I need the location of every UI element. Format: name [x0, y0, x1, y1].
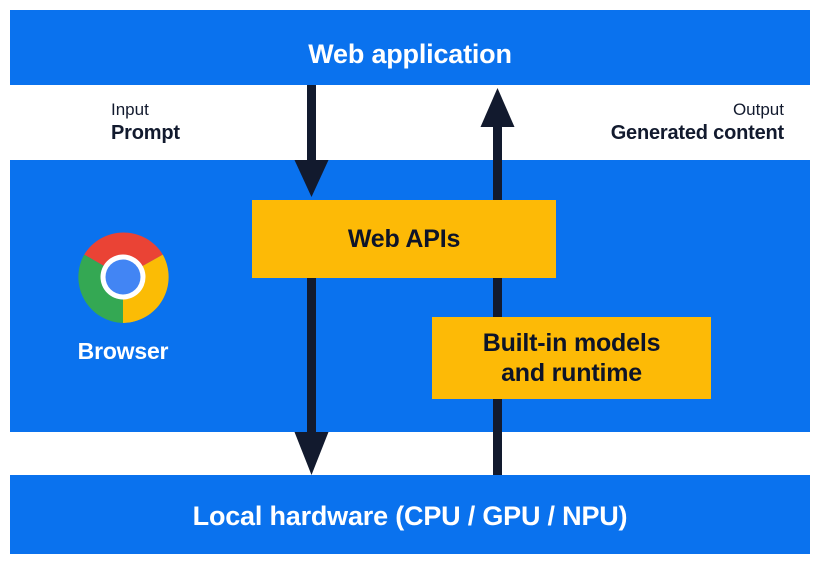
band-local-hardware-label: Local hardware (CPU / GPU / NPU): [192, 501, 628, 531]
box-built-in-models-label: Built-in models and runtime: [483, 328, 661, 389]
box-built-in-models[interactable]: Built-in models and runtime: [432, 317, 711, 399]
browser-label: Browser: [77, 338, 169, 364]
box-web-apis[interactable]: Web APIs: [252, 200, 556, 278]
chrome-logo-hub: [105, 259, 141, 295]
input-kind-text: Input: [111, 100, 149, 119]
box-built-in-models-line2: and runtime: [501, 359, 642, 387]
output-value-text: Generated content: [610, 121, 785, 144]
band-web-application: Web application: [10, 10, 810, 85]
band-web-application-label: Web application: [308, 39, 512, 69]
output-kind-text: Output: [732, 100, 784, 119]
band-local-hardware: Local hardware (CPU / GPU / NPU): [10, 475, 810, 554]
box-built-in-models-line1: Built-in models: [482, 328, 661, 357]
box-web-apis-label: Web APIs: [347, 224, 461, 253]
browser-mark: Browser: [76, 230, 170, 365]
output-label: Output Generated content: [610, 100, 785, 145]
chrome-logo-icon: [78, 232, 169, 323]
input-label: Input Prompt: [111, 100, 180, 145]
input-value-text: Prompt: [111, 121, 180, 144]
